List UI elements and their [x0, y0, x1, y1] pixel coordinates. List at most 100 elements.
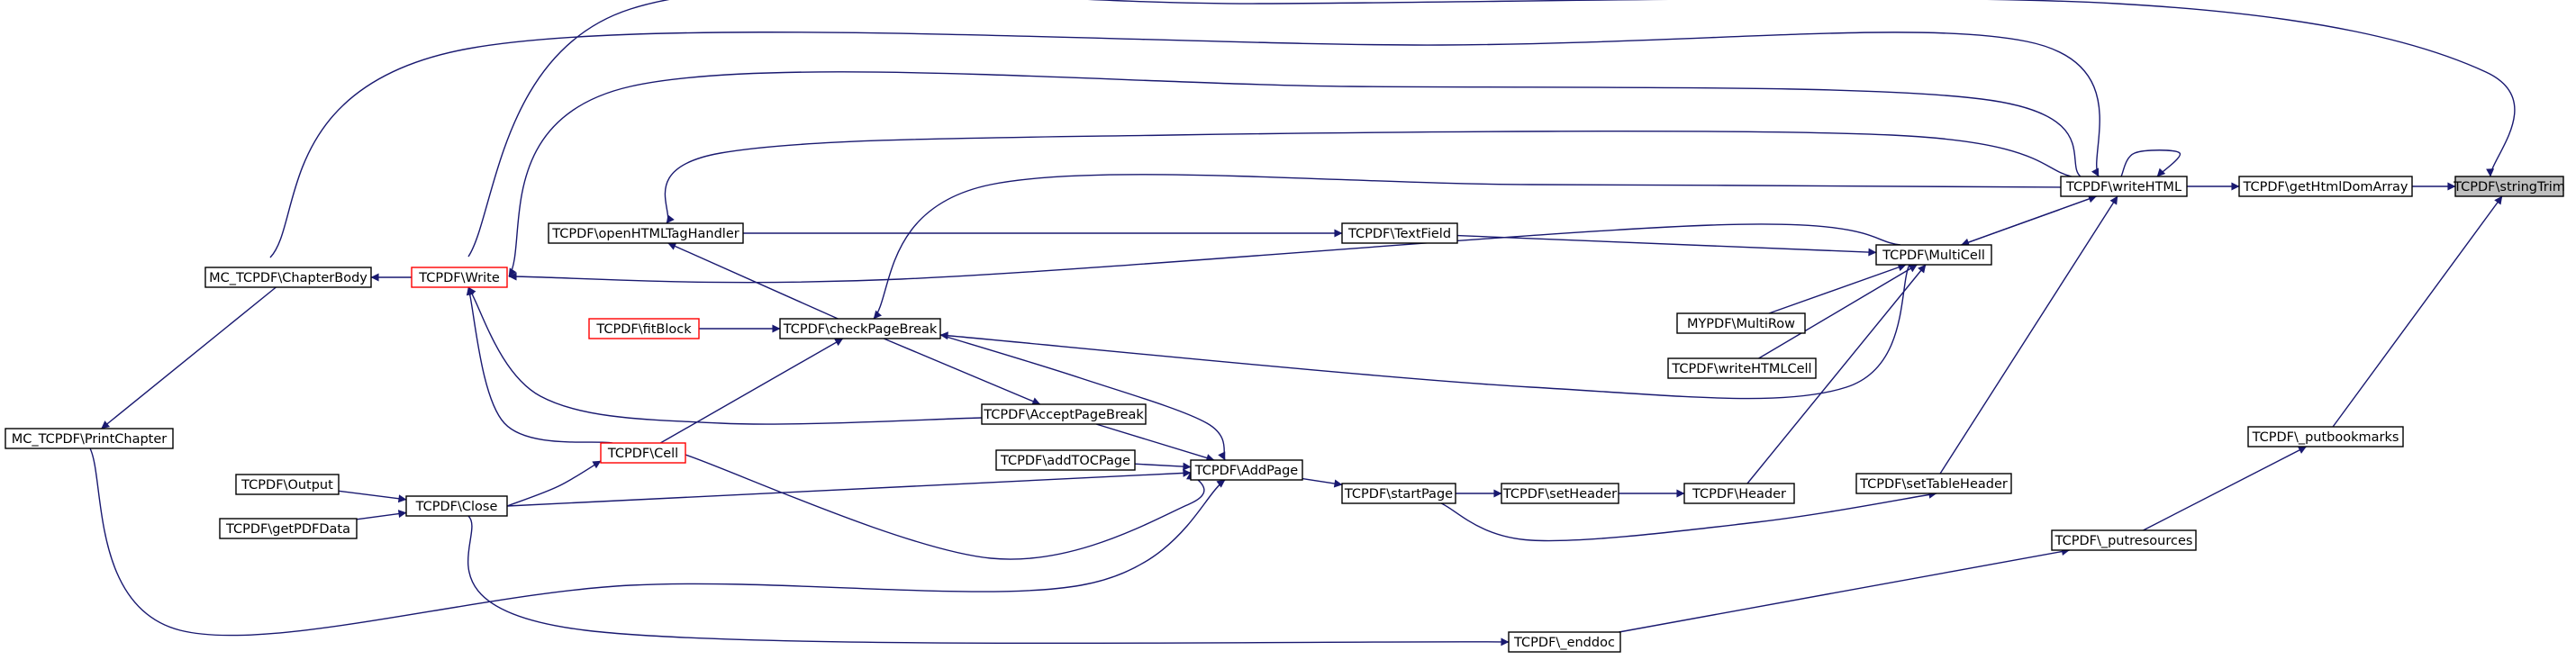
edge-AcceptPageBreak-to-Write: [467, 286, 983, 425]
node-box: [204, 267, 372, 288]
node-label: MC_TCPDF\ChapterBody: [209, 271, 367, 285]
node-addTOCPage[interactable]: TCPDF\addTOCPage: [995, 449, 1136, 471]
node-ChapterBody[interactable]: MC_TCPDF\ChapterBody: [204, 267, 372, 288]
edge-writeHTML-to-writeHTML: [2120, 149, 2181, 177]
node-label: MC_TCPDF\PrintChapter: [12, 432, 168, 447]
node-box: [411, 267, 508, 288]
node-box: [5, 428, 174, 449]
edge-checkPageBreak-to-AcceptPageBreak: [883, 338, 1041, 405]
node-label: TCPDF\Close: [415, 500, 498, 514]
node-Cell[interactable]: TCPDF\Cell: [600, 442, 686, 464]
edge-setTableHeader-to-writeHTML: [1939, 195, 2118, 475]
edge-Write-to-stringTrim: [467, 0, 2516, 258]
node-label: TCPDF\TextField: [1347, 227, 1451, 241]
node-box: [1855, 473, 2012, 494]
node-box: [2060, 176, 2188, 197]
edge-addTOCPage-to-AddPage: [1134, 462, 1192, 471]
edge-ChapterBody-to-writeHTML: [269, 32, 2100, 258]
node-box: [1875, 244, 1992, 266]
edge-Header-to-MultiCell: [1746, 264, 1927, 484]
node-box: [588, 318, 700, 339]
edge-MultiRow-to-MultiCell: [1768, 263, 1907, 314]
node-box: [1341, 483, 1456, 504]
node-PrintChapter[interactable]: MC_TCPDF\PrintChapter: [5, 428, 174, 449]
node-label: TCPDF\writeHTMLCell: [1671, 362, 1811, 376]
node-label: TCPDF\AddPage: [1194, 464, 1299, 478]
node-getPDFData[interactable]: TCPDF\getPDFData: [219, 518, 358, 539]
edge-Close-to-Cell: [506, 460, 602, 507]
edge-ChapterBody-to-PrintChapter: [101, 286, 277, 429]
edge-getPDFData-to-Close: [356, 510, 407, 520]
node-TextField[interactable]: TCPDF\TextField: [1341, 222, 1458, 244]
edge-AcceptPageBreak-to-AddPage: [1095, 423, 1215, 462]
edge-TextField-to-MultiCell: [1456, 234, 1877, 257]
node-box: [1676, 312, 1806, 334]
node-getHtmlDomArray[interactable]: TCPDF\getHtmlDomArray: [2238, 176, 2413, 197]
edges-layer: [89, 0, 2516, 646]
node-fitBlock[interactable]: TCPDF\fitBlock: [588, 318, 700, 339]
node-label: TCPDF\startPage: [1344, 487, 1453, 502]
node-box: [2454, 176, 2564, 197]
node-label: TCPDF\MultiCell: [1882, 249, 1985, 263]
edge-writeHTML-to-openHTMLTagHandler: [664, 131, 2073, 224]
node-label: TCPDF\_putresources: [2054, 534, 2193, 548]
node-AddPage[interactable]: TCPDF\AddPage: [1190, 459, 1303, 481]
node-putbookmarks[interactable]: TCPDF\_putbookmarks: [2247, 426, 2404, 448]
node-label: TCPDF\getPDFData: [225, 522, 350, 537]
node-box: [1508, 631, 1621, 653]
edge-checkPageBreak-to-openHTMLTagHandler: [667, 242, 839, 320]
node-label: TCPDF\AcceptPageBreak: [983, 408, 1144, 422]
node-label: TCPDF\stringTrim: [2453, 180, 2565, 194]
node-box: [1341, 222, 1458, 244]
node-writeHTML[interactable]: TCPDF\writeHTML: [2060, 176, 2188, 197]
edge-Cell-to-Write: [466, 286, 613, 444]
node-box: [1501, 483, 1619, 504]
edge-writeHTMLCell-to-MultiCell: [1758, 264, 1918, 359]
node-box: [2051, 529, 2197, 551]
edge-enddoc-to-putresources: [1619, 547, 2070, 633]
node-box: [1683, 483, 1795, 504]
node-stringTrim[interactable]: TCPDF\stringTrim: [2453, 176, 2565, 197]
node-box: [2238, 176, 2413, 197]
node-enddoc[interactable]: TCPDF\_enddoc: [1508, 631, 1621, 653]
edge-Cell-to-AddPage: [685, 454, 1205, 560]
node-box: [1667, 357, 1817, 379]
node-setHeader[interactable]: TCPDF\setHeader: [1501, 483, 1619, 504]
edge-writeHTML-to-checkPageBreak: [873, 174, 2064, 320]
node-Output[interactable]: TCPDF\Output: [235, 474, 340, 495]
node-openHTMLTagHandler[interactable]: TCPDF\openHTMLTagHandler: [548, 222, 744, 244]
edge-AddPage-to-startPage: [1302, 477, 1343, 488]
node-label: TCPDF\setTableHeader: [1859, 477, 2008, 492]
node-label: MYPDF\MultiRow: [1687, 317, 1795, 331]
node-writeHTMLCell[interactable]: TCPDF\writeHTMLCell: [1667, 357, 1817, 379]
node-setTableHeader[interactable]: TCPDF\setTableHeader: [1855, 473, 2012, 494]
nodes-layer: TCPDF\stringTrimTCPDF\getHtmlDomArrayTCP…: [5, 176, 2565, 653]
node-Write[interactable]: TCPDF\Write: [411, 267, 508, 288]
node-label: TCPDF\_enddoc: [1513, 636, 1615, 650]
edge-putresources-to-putbookmarks: [2143, 446, 2307, 531]
node-box: [995, 449, 1136, 471]
node-box: [600, 442, 686, 464]
node-MultiCell[interactable]: TCPDF\MultiCell: [1875, 244, 1992, 266]
node-startPage[interactable]: TCPDF\startPage: [1341, 483, 1456, 504]
node-label: TCPDF\_putbookmarks: [2252, 430, 2399, 445]
node-MultiRow[interactable]: MYPDF\MultiRow: [1676, 312, 1806, 334]
edge-Close-to-enddoc: [467, 515, 1510, 646]
node-Header[interactable]: TCPDF\Header: [1683, 483, 1795, 504]
edge-Output-to-Close: [338, 490, 407, 503]
edge-MultiCell-to-checkPageBreak: [939, 264, 1910, 400]
node-label: TCPDF\getHtmlDomArray: [2242, 180, 2408, 194]
node-box: [981, 403, 1147, 425]
edge-checkPageBreak-to-AddPage: [939, 334, 1226, 461]
node-label: TCPDF\setHeader: [1502, 487, 1617, 502]
edge-writeHTML-to-Write: [508, 71, 2082, 277]
node-putresources[interactable]: TCPDF\_putresources: [2051, 529, 2197, 551]
node-label: TCPDF\checkPageBreak: [783, 322, 938, 337]
node-box: [548, 222, 744, 244]
node-Close[interactable]: TCPDF\Close: [405, 495, 508, 517]
node-box: [219, 518, 358, 539]
node-checkPageBreak[interactable]: TCPDF\checkPageBreak: [779, 318, 941, 339]
node-AcceptPageBreak[interactable]: TCPDF\AcceptPageBreak: [981, 403, 1147, 425]
node-label: TCPDF\Output: [240, 478, 333, 493]
node-label: TCPDF\openHTMLTagHandler: [551, 227, 739, 241]
